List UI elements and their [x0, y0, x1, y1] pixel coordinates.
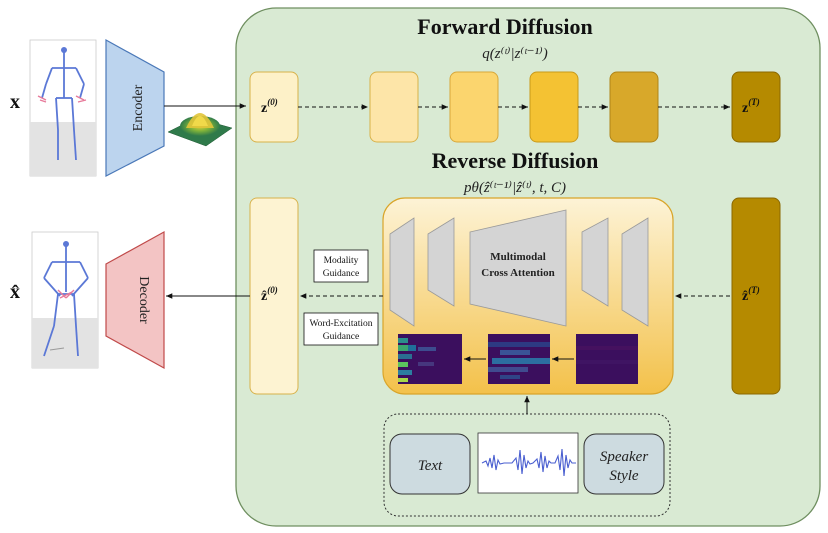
speaker-style-label-line2: Style — [609, 468, 638, 484]
word-excitation-guidance-line2: Guidance — [323, 332, 359, 342]
latent-z0-box — [249, 71, 299, 143]
heatmap-right — [576, 334, 638, 384]
attention-label-line1: Multimodal — [490, 251, 546, 263]
forward-latent-2 — [449, 71, 499, 143]
output-pose-image — [31, 231, 99, 369]
latent-zT-label: z(T) — [742, 97, 760, 116]
latent-zhatT-box — [731, 197, 781, 395]
audio-waveform — [477, 432, 579, 494]
reverse-diffusion-formula: pθ(ẑ⁽ᵗ⁻¹⁾|ẑ⁽ᵗ⁾, t, C) — [463, 179, 566, 196]
forward-latent-1 — [369, 71, 419, 143]
encoder-label: Encoder — [131, 84, 146, 131]
encoder-block — [105, 38, 165, 177]
heatmap-left — [398, 334, 462, 384]
modality-guidance-box — [313, 249, 369, 283]
latent-z0-label: z(0) — [261, 97, 278, 116]
heatmap-middle — [488, 334, 550, 384]
input-symbol: x — [10, 91, 20, 113]
forward-latent-4 — [609, 71, 659, 143]
latent-zhat0-label: ẑ(0) — [261, 285, 278, 304]
reverse-diffusion-title: Reverse Diffusion — [432, 148, 599, 173]
output-symbol: x̂ — [10, 281, 20, 303]
speaker-style-label-line1: Speaker — [600, 449, 648, 465]
word-excitation-guidance-line1: Word-Excitation — [309, 319, 372, 329]
latent-zT-box — [731, 71, 781, 143]
modality-guidance-line1: Modality — [324, 256, 359, 266]
forward-diffusion-title: Forward Diffusion — [417, 14, 592, 39]
latent-zhatT-label: ẑ(T) — [742, 285, 760, 304]
modality-guidance-line2: Guidance — [323, 269, 359, 279]
decoder-block — [105, 230, 165, 370]
text-input-label: Text — [418, 458, 443, 474]
forward-latent-3 — [529, 71, 579, 143]
input-pose-image — [29, 39, 97, 177]
network-layers — [389, 209, 649, 327]
text-input-box — [389, 433, 471, 495]
decoder-label: Decoder — [136, 276, 151, 324]
gaussian-distribution-icon — [167, 113, 233, 147]
speaker-style-input-box — [583, 433, 665, 495]
latent-zhat0-box — [249, 197, 299, 395]
word-excitation-guidance-box — [303, 312, 379, 346]
forward-diffusion-formula: q(z⁽ᵗ⁾|z⁽ᵗ⁻¹⁾) — [482, 45, 547, 62]
attention-label-line2: Cross Attention — [481, 267, 554, 279]
